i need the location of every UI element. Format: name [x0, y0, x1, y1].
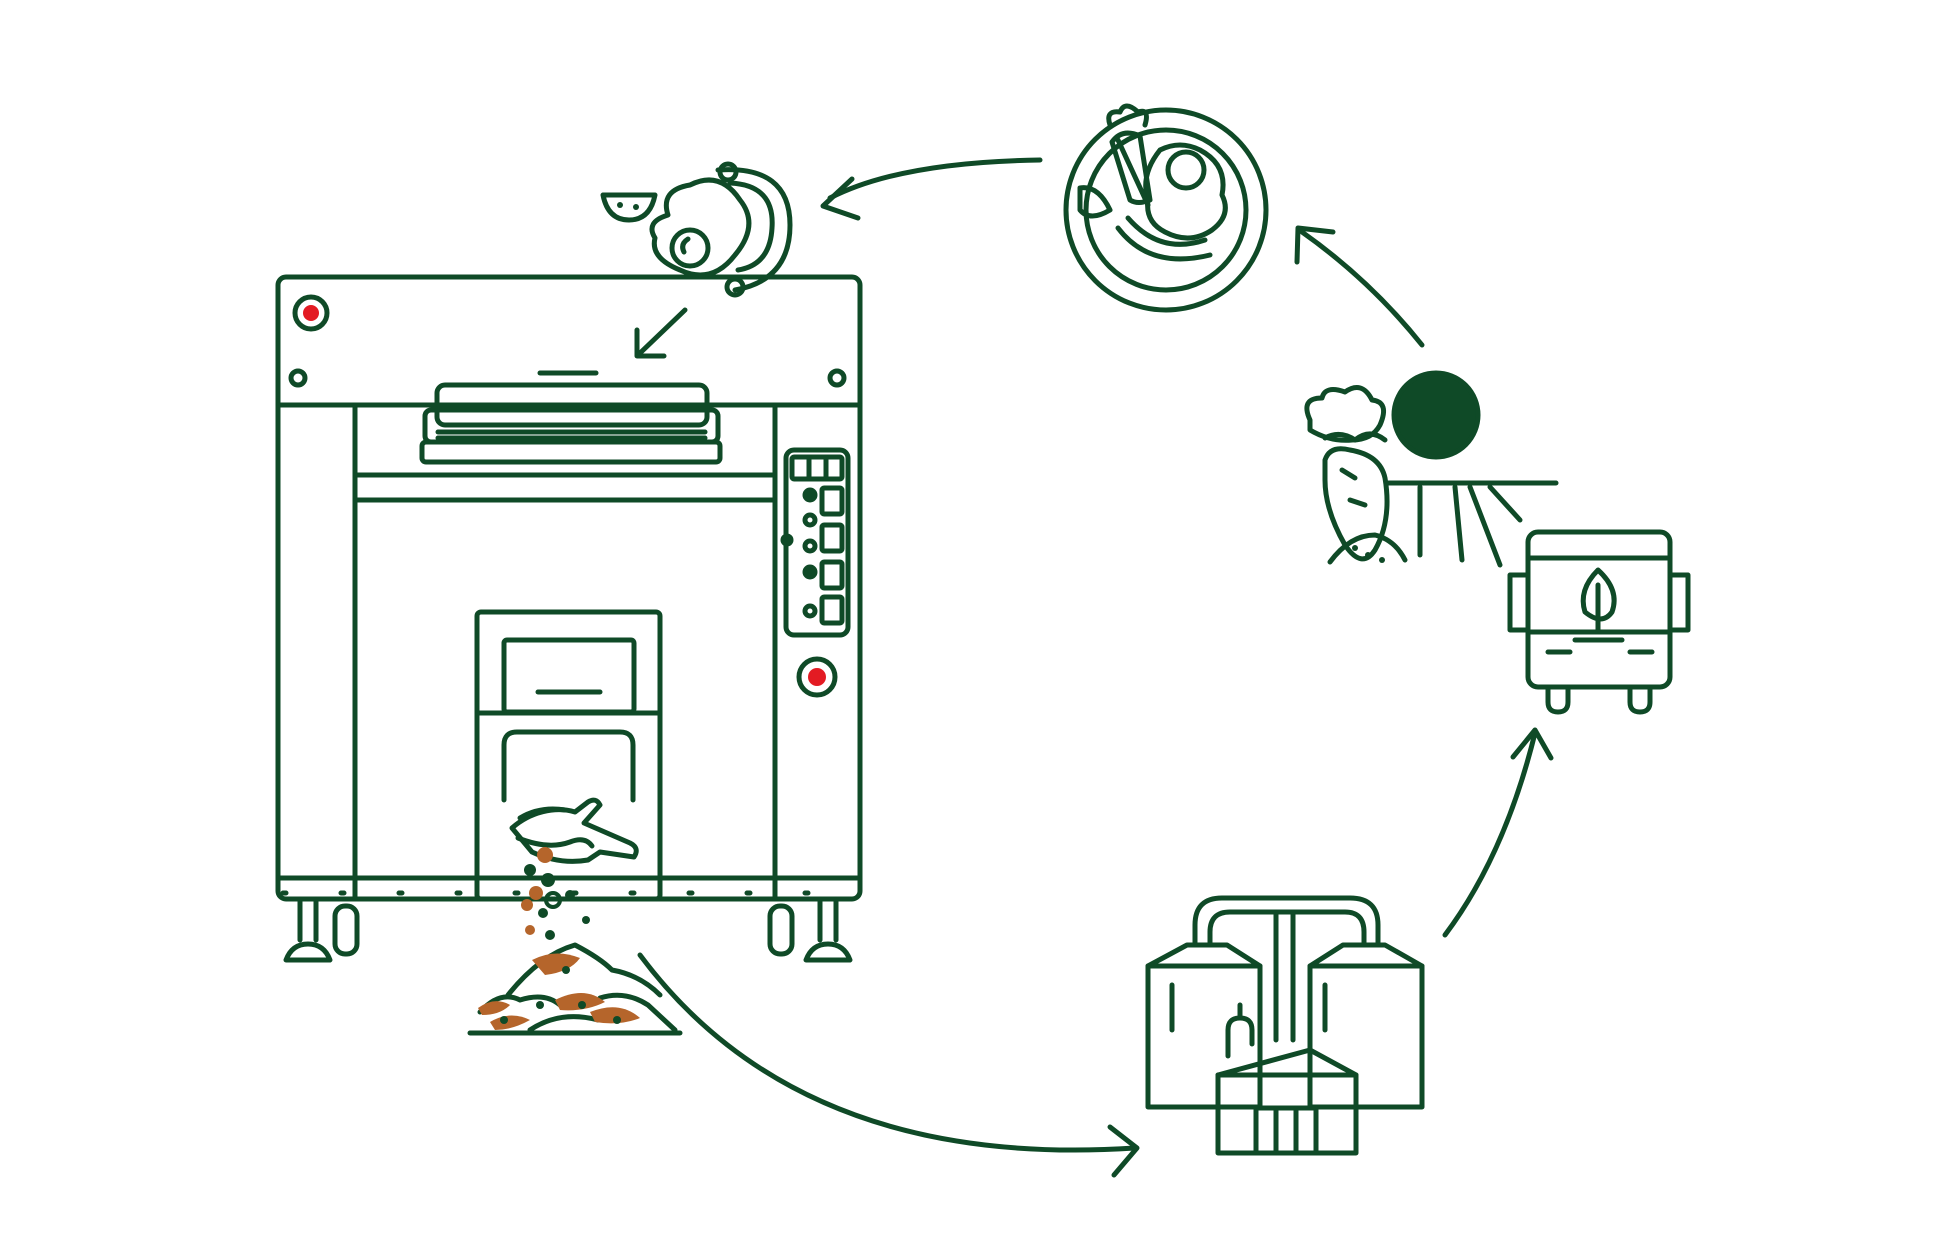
farm-harvest-icon	[1304, 370, 1559, 568]
eco-truck-icon	[1507, 529, 1691, 715]
drop-arrow	[634, 307, 688, 359]
biogas-plant-icon	[1145, 895, 1425, 1156]
plate-of-food-icon	[1063, 103, 1269, 313]
flow-arrows	[637, 157, 1554, 1178]
organic-residue-pile-icon	[467, 942, 683, 1036]
food-waste-dehydrator-icon	[275, 274, 863, 963]
falling-residue	[521, 847, 590, 940]
food-leftovers-icon	[600, 161, 793, 298]
